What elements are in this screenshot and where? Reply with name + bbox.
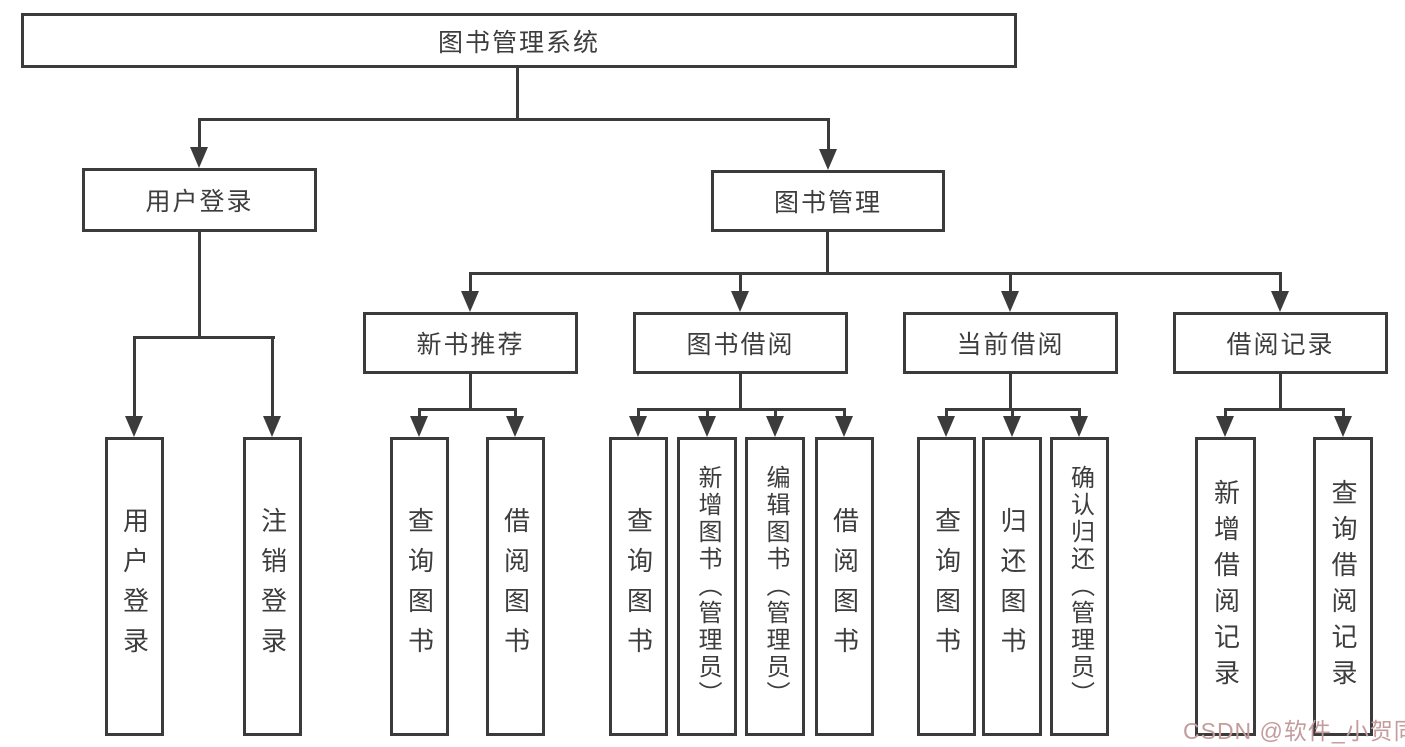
connector-new-book-recommend-stem — [469, 374, 472, 408]
node-book-borrowing-label: 图书借阅 — [686, 331, 795, 359]
leaf-query-books-recommend: 查询图书 — [390, 437, 449, 736]
connector-book-borrowing-rail — [637, 408, 846, 411]
node-root: 图书管理系统 — [21, 13, 1017, 68]
connector-arrow-borrow-books — [835, 408, 853, 437]
leaf-user-login: 用户登录 — [105, 437, 164, 736]
connector-arrow-book-management — [819, 118, 837, 170]
leaf-user-login-label: 用户登录 — [119, 506, 150, 667]
leaf-query-books-borrowing-label: 查询图书 — [623, 506, 654, 667]
leaf-borrow-books: 借阅图书 — [815, 437, 874, 736]
connector-book-management-stem — [826, 232, 829, 272]
connector-borrowing-records-stem — [1279, 374, 1282, 408]
connector-arrow-query-books-borrowing — [629, 408, 647, 437]
node-book-management: 图书管理 — [711, 170, 945, 232]
connector-arrow-query-books-recommend — [410, 408, 428, 437]
connector-user-login-stem — [198, 232, 201, 336]
leaf-logout-label: 注销登录 — [257, 506, 288, 667]
connector-user-login-rail — [133, 336, 275, 339]
leaf-return-books-label: 归还图书 — [997, 506, 1027, 667]
connector-current-borrowing-stem — [1009, 374, 1012, 408]
node-current-borrowing: 当前借阅 — [903, 312, 1118, 374]
connector-arrow-leaf-logout — [263, 336, 281, 437]
leaf-return-books: 归还图书 — [982, 437, 1042, 736]
leaf-query-books-current: 查询图书 — [917, 437, 976, 736]
leaf-borrow-books-recommend-label: 借阅图书 — [500, 506, 531, 667]
leaf-add-book-admin: 新增图书（管理员） — [677, 437, 737, 736]
connector-arrow-query-borrow-record — [1334, 408, 1352, 437]
leaf-borrow-books-recommend: 借阅图书 — [486, 437, 545, 736]
connector-book-borrowing-stem — [739, 374, 742, 408]
connector-arrow-leaf-user-login — [125, 336, 143, 437]
connector-arrow-book-borrowing — [731, 272, 749, 312]
leaf-edit-book-admin: 编辑图书（管理员） — [745, 437, 805, 736]
leaf-confirm-return-admin-label: 确认归还（管理员） — [1066, 465, 1094, 708]
node-borrowing-records: 借阅记录 — [1173, 312, 1388, 374]
node-user-login: 用户登录 — [82, 168, 317, 232]
connector-arrow-borrowing-records — [1271, 272, 1289, 312]
node-current-borrowing-label: 当前借阅 — [956, 331, 1065, 359]
leaf-query-books-borrowing: 查询图书 — [609, 437, 668, 736]
connector-book-management-rail — [469, 272, 1282, 275]
connector-borrowing-records-rail — [1224, 408, 1345, 411]
node-new-book-recommend: 新书推荐 — [363, 312, 578, 374]
leaf-add-borrow-record: 新增借阅记录 — [1195, 437, 1256, 736]
leaf-add-book-admin-label: 新增图书（管理员） — [694, 465, 721, 708]
connector-arrow-user-login — [190, 118, 208, 168]
leaf-query-borrow-record-label: 查询借阅记录 — [1328, 478, 1358, 695]
connector-root-rail — [198, 118, 830, 121]
connector-arrow-borrow-books-recommend — [506, 408, 524, 437]
node-root-label: 图书管理系统 — [437, 28, 600, 57]
node-borrowing-records-label: 借阅记录 — [1226, 331, 1335, 359]
connector-arrow-current-borrowing — [1001, 272, 1019, 312]
node-book-management-label: 图书管理 — [773, 189, 882, 217]
connector-arrow-edit-book-admin — [766, 408, 784, 437]
leaf-borrow-books-label: 借阅图书 — [829, 506, 860, 667]
connector-arrow-query-books-current — [937, 408, 955, 437]
leaf-add-borrow-record-label: 新增借阅记录 — [1210, 478, 1241, 695]
connector-root-stem — [516, 68, 519, 118]
node-user-login-label: 用户登录 — [145, 188, 254, 216]
node-book-borrowing: 图书借阅 — [633, 312, 848, 374]
watermark: CSDN @软件_小贺同学 — [1183, 718, 1405, 744]
connector-arrow-return-books — [1003, 408, 1021, 437]
leaf-query-borrow-record: 查询借阅记录 — [1313, 437, 1373, 736]
leaf-query-books-recommend-label: 查询图书 — [404, 506, 435, 667]
leaf-edit-book-admin-label: 编辑图书（管理员） — [762, 465, 789, 708]
connector-new-book-recommend-rail — [418, 408, 517, 411]
connector-arrow-add-borrow-record — [1216, 408, 1234, 437]
leaf-confirm-return-admin: 确认归还（管理员） — [1050, 437, 1109, 736]
leaf-logout: 注销登录 — [243, 437, 302, 736]
connector-arrow-confirm-return-admin — [1070, 408, 1088, 437]
connector-arrow-new-book-recommend — [461, 272, 479, 312]
connector-arrow-add-book-admin — [698, 408, 716, 437]
leaf-query-books-current-label: 查询图书 — [931, 506, 962, 667]
node-new-book-recommend-label: 新书推荐 — [416, 331, 525, 359]
